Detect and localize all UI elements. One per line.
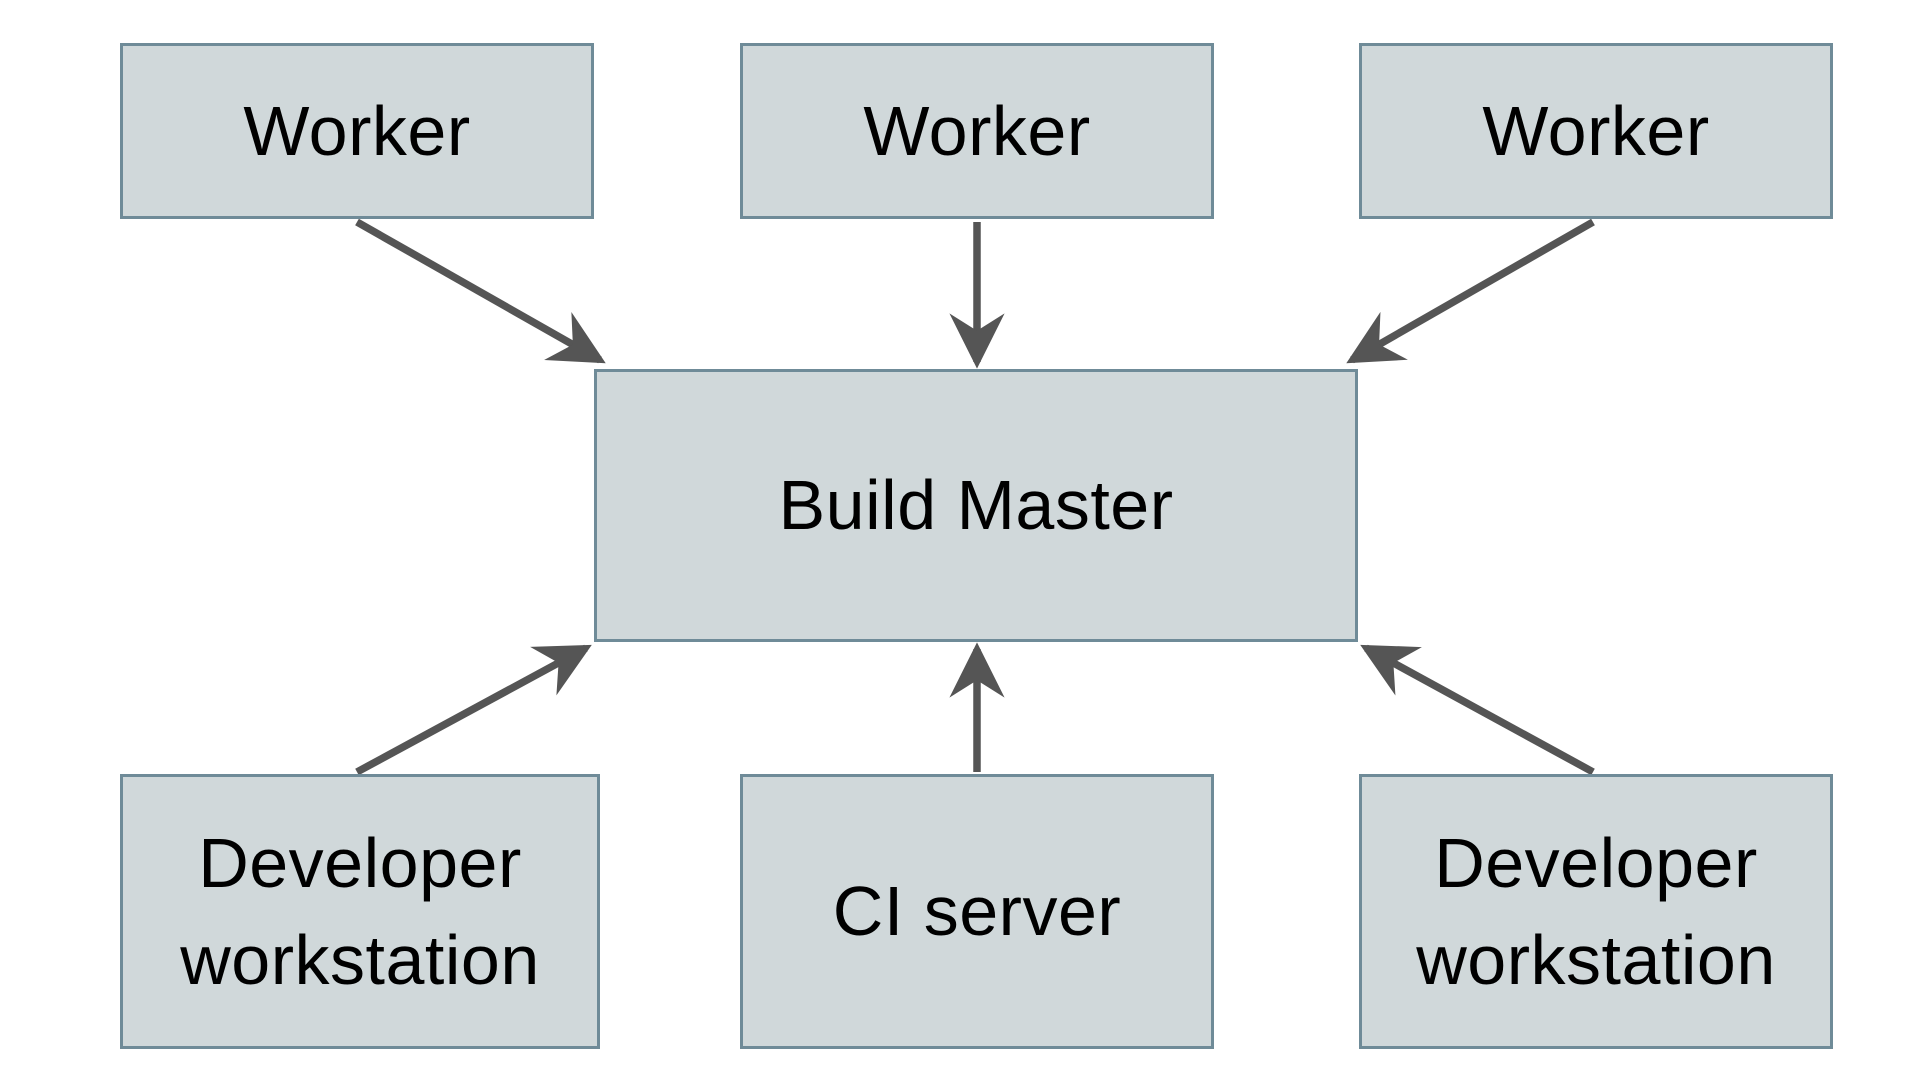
node-worker-3: Worker xyxy=(1359,43,1833,219)
node-ci-server: CI server xyxy=(740,774,1214,1049)
node-worker-1: Worker xyxy=(120,43,594,219)
node-developer-workstation-left: Developer workstation xyxy=(120,774,600,1049)
node-ci-server-label: CI server xyxy=(832,872,1122,951)
node-worker-2-label: Worker xyxy=(863,91,1091,170)
arrow-dev-workstation-left-to-build-master xyxy=(355,644,592,776)
node-build-master-label: Build Master xyxy=(778,466,1174,545)
node-developer-workstation-left-label: Developer workstation xyxy=(180,823,540,999)
node-developer-workstation-right-label: Developer workstation xyxy=(1416,823,1776,999)
node-worker-2: Worker xyxy=(740,43,1214,219)
node-worker-1-label: Worker xyxy=(243,91,471,170)
node-build-master: Build Master xyxy=(594,369,1358,642)
arrow-worker1-to-build-master xyxy=(355,218,606,364)
node-worker-3-label: Worker xyxy=(1482,91,1710,170)
arrow-worker3-to-build-master xyxy=(1346,218,1595,364)
arrow-dev-workstation-right-to-build-master xyxy=(1360,644,1595,776)
node-developer-workstation-right: Developer workstation xyxy=(1359,774,1833,1049)
